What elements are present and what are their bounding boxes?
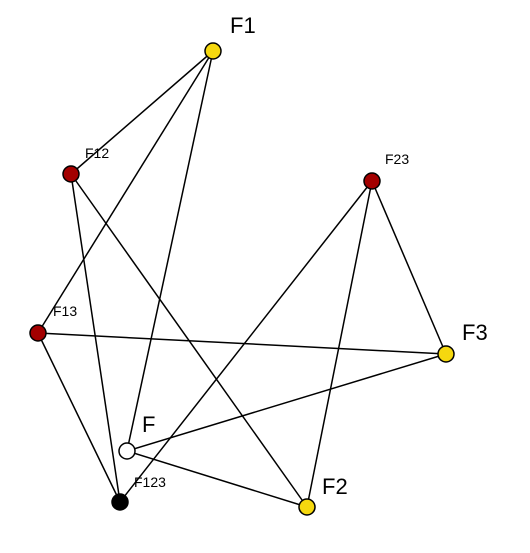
edges-layer	[37, 50, 447, 508]
edge-f23-f123	[119, 180, 373, 503]
edge-f1-f13	[37, 50, 214, 334]
edge-f23-f3	[371, 180, 447, 355]
label-f2: F2	[322, 474, 348, 499]
nodes-layer: F1 F2 F3 F12 F13 F23 F F123	[29, 13, 488, 516]
label-f123: F123	[134, 474, 166, 490]
label-f1: F1	[230, 13, 256, 38]
node-f123[interactable]	[111, 493, 129, 511]
edge-f-f3	[126, 353, 447, 452]
edge-f12-f123	[70, 173, 121, 503]
node-f[interactable]	[118, 442, 136, 460]
edge-f23-f2	[306, 180, 373, 508]
node-f3[interactable]	[437, 345, 455, 363]
label-f13: F13	[53, 303, 77, 319]
node-f1[interactable]	[204, 42, 222, 60]
edge-f13-f3	[37, 332, 447, 355]
node-f12[interactable]	[62, 165, 80, 183]
node-f2[interactable]	[298, 498, 316, 516]
edge-f-f2	[126, 450, 308, 508]
label-f23: F23	[385, 151, 409, 167]
edge-f1-f	[126, 50, 214, 452]
edge-f13-f123	[37, 332, 121, 503]
label-f12: F12	[85, 145, 109, 161]
label-f3: F3	[462, 320, 488, 345]
edge-f1-f12	[70, 50, 214, 175]
node-f13[interactable]	[29, 324, 47, 342]
node-f23[interactable]	[363, 172, 381, 190]
label-f: F	[142, 412, 155, 437]
